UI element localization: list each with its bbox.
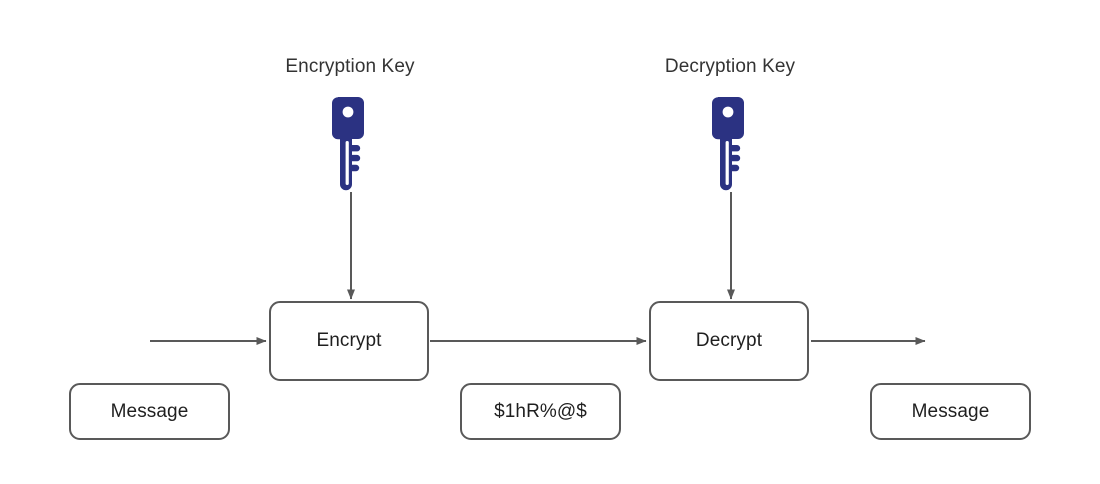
encryption-key-label: Encryption Key bbox=[285, 56, 415, 77]
ciphertext-node[interactable]: $1hR%@$ bbox=[460, 383, 621, 440]
plaintext-input-node[interactable]: Message bbox=[69, 383, 230, 440]
encryption-key-icon bbox=[332, 97, 364, 191]
decryption-key-label: Decryption Key bbox=[664, 56, 796, 77]
decrypt-node[interactable]: Decrypt bbox=[649, 301, 809, 381]
encrypt-node[interactable]: Encrypt bbox=[269, 301, 429, 381]
plaintext-output-node[interactable]: Message bbox=[870, 383, 1031, 440]
decryption-key-icon bbox=[712, 97, 744, 191]
